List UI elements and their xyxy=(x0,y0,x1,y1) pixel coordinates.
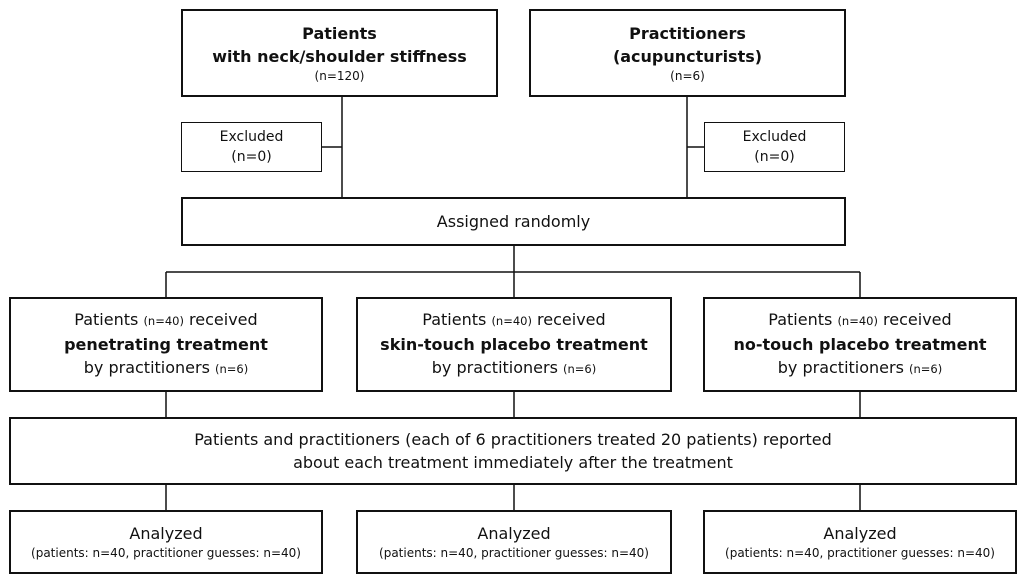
group-patients-line: Patients (n=40) received xyxy=(74,310,258,329)
analyzed-box-penetrating: Analyzed (patients: n=40, practitioner g… xyxy=(9,510,323,574)
group-practitioners-count: (n=6) xyxy=(563,362,597,376)
group-box-skin-touch: Patients (n=40) received skin-touch plac… xyxy=(356,297,672,392)
group-box-penetrating: Patients (n=40) received penetrating tre… xyxy=(9,297,323,392)
group-practitioners-count: (n=6) xyxy=(215,362,249,376)
excluded-label: Excluded xyxy=(742,129,807,145)
patients-title-line1: Patients xyxy=(302,23,377,43)
patients-count: (n=120) xyxy=(314,68,365,83)
practitioners-box: Practitioners (acupuncturists) (n=6) xyxy=(529,9,846,97)
practitioners-excluded-box: Excluded (n=0) xyxy=(704,122,845,172)
group-patients-count: (n=40) xyxy=(837,314,878,328)
group-patients-line: Patients (n=40) received xyxy=(768,310,952,329)
patients-excluded-box: Excluded (n=0) xyxy=(181,122,322,172)
analyzed-detail: (patients: n=40, practitioner guesses: n… xyxy=(31,546,301,560)
excluded-count: (n=0) xyxy=(754,149,795,165)
analyzed-box-no-touch: Analyzed (patients: n=40, practitioner g… xyxy=(703,510,1017,574)
group-patients-count: (n=40) xyxy=(143,314,184,328)
assigned-randomly-label: Assigned randomly xyxy=(436,212,591,231)
group-patients-line: Patients (n=40) received xyxy=(422,310,606,329)
group-box-no-touch: Patients (n=40) received no-touch placeb… xyxy=(703,297,1017,392)
analyzed-label: Analyzed xyxy=(477,524,551,543)
excluded-label: Excluded xyxy=(219,129,284,145)
analyzed-label: Analyzed xyxy=(823,524,897,543)
patients-title-line2: with neck/shoulder stiffness xyxy=(212,46,467,66)
excluded-count: (n=0) xyxy=(231,149,272,165)
practitioners-title-line2: (acupuncturists) xyxy=(612,46,763,66)
practitioners-title-line1: Practitioners xyxy=(629,23,746,43)
analyzed-label: Analyzed xyxy=(129,524,203,543)
group-treatment-name: skin-touch placebo treatment xyxy=(380,335,648,354)
patients-box: Patients with neck/shoulder stiffness (n… xyxy=(181,9,498,97)
group-practitioners-line: by practitioners (n=6) xyxy=(83,358,249,377)
analyzed-box-skin-touch: Analyzed (patients: n=40, practitioner g… xyxy=(356,510,672,574)
group-practitioners-line: by practitioners (n=6) xyxy=(431,358,597,377)
group-treatment-name: penetrating treatment xyxy=(64,335,268,354)
analyzed-detail: (patients: n=40, practitioner guesses: n… xyxy=(379,546,649,560)
reported-box: Patients and practitioners (each of 6 pr… xyxy=(9,417,1017,485)
group-practitioners-line: by practitioners (n=6) xyxy=(777,358,943,377)
group-patients-count: (n=40) xyxy=(491,314,532,328)
reported-line2: about each treatment immediately after t… xyxy=(293,453,733,472)
analyzed-detail: (patients: n=40, practitioner guesses: n… xyxy=(725,546,995,560)
group-practitioners-count: (n=6) xyxy=(909,362,943,376)
practitioners-count: (n=6) xyxy=(670,68,705,83)
reported-line1: Patients and practitioners (each of 6 pr… xyxy=(194,430,832,449)
group-treatment-name: no-touch placebo treatment xyxy=(733,335,987,354)
assigned-randomly-box: Assigned randomly xyxy=(181,197,846,246)
